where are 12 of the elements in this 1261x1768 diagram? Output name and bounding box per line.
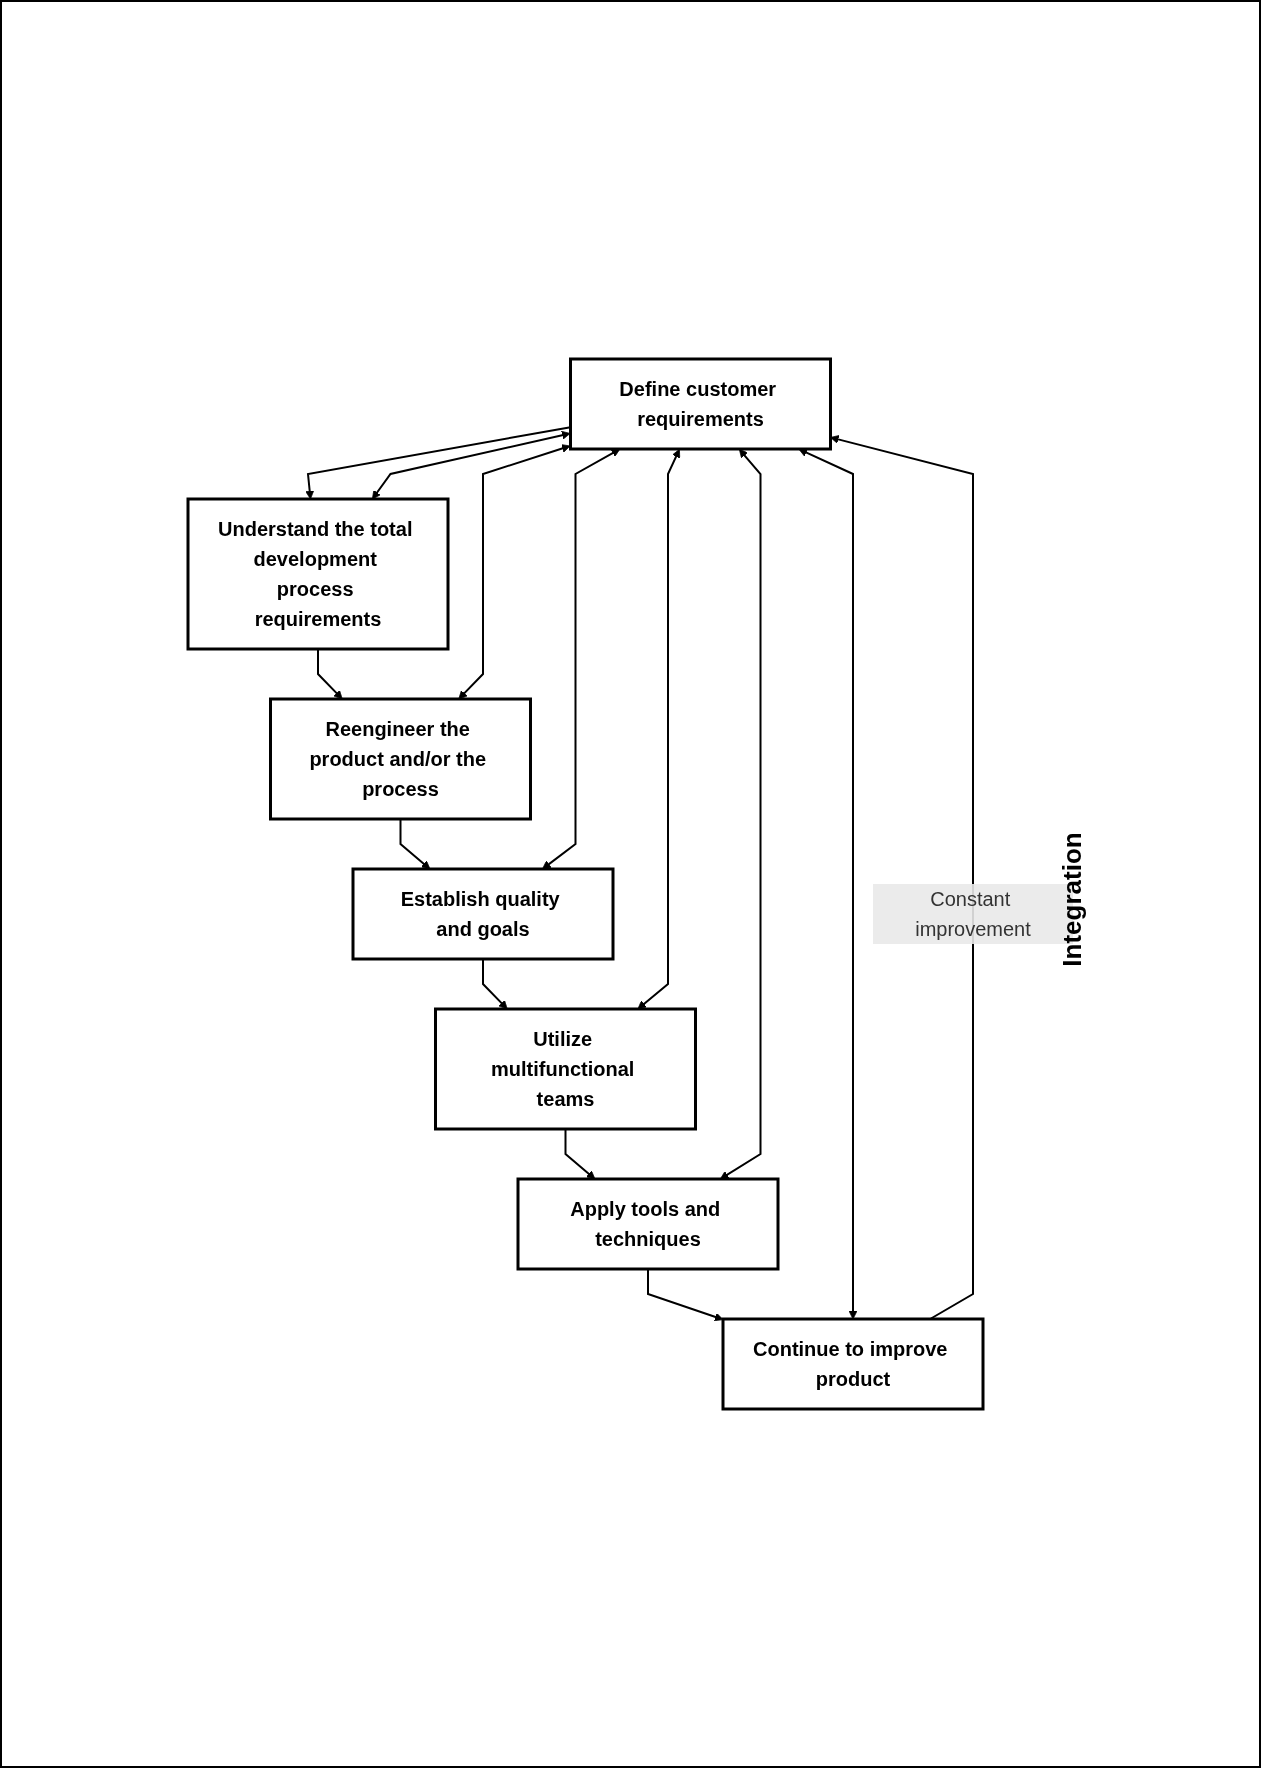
arrow <box>372 430 571 500</box>
arrow <box>830 435 974 1320</box>
side-label: Integration <box>1056 832 1087 967</box>
node-box: Utilize multifunctional teams <box>434 1007 697 1131</box>
arrow <box>458 444 571 700</box>
edge-label: Constant improvement <box>915 888 1031 940</box>
node-box: Reengineer the product and/or the process <box>269 697 532 821</box>
node-box: Define customer requirements <box>569 357 832 451</box>
node-box: Understand the total development process requirements <box>186 497 450 651</box>
node-box: Continue to improve product <box>721 1317 985 1411</box>
node-box: Apply tools and techniques <box>516 1177 780 1271</box>
node-box: Establish quality and goals <box>351 867 615 961</box>
